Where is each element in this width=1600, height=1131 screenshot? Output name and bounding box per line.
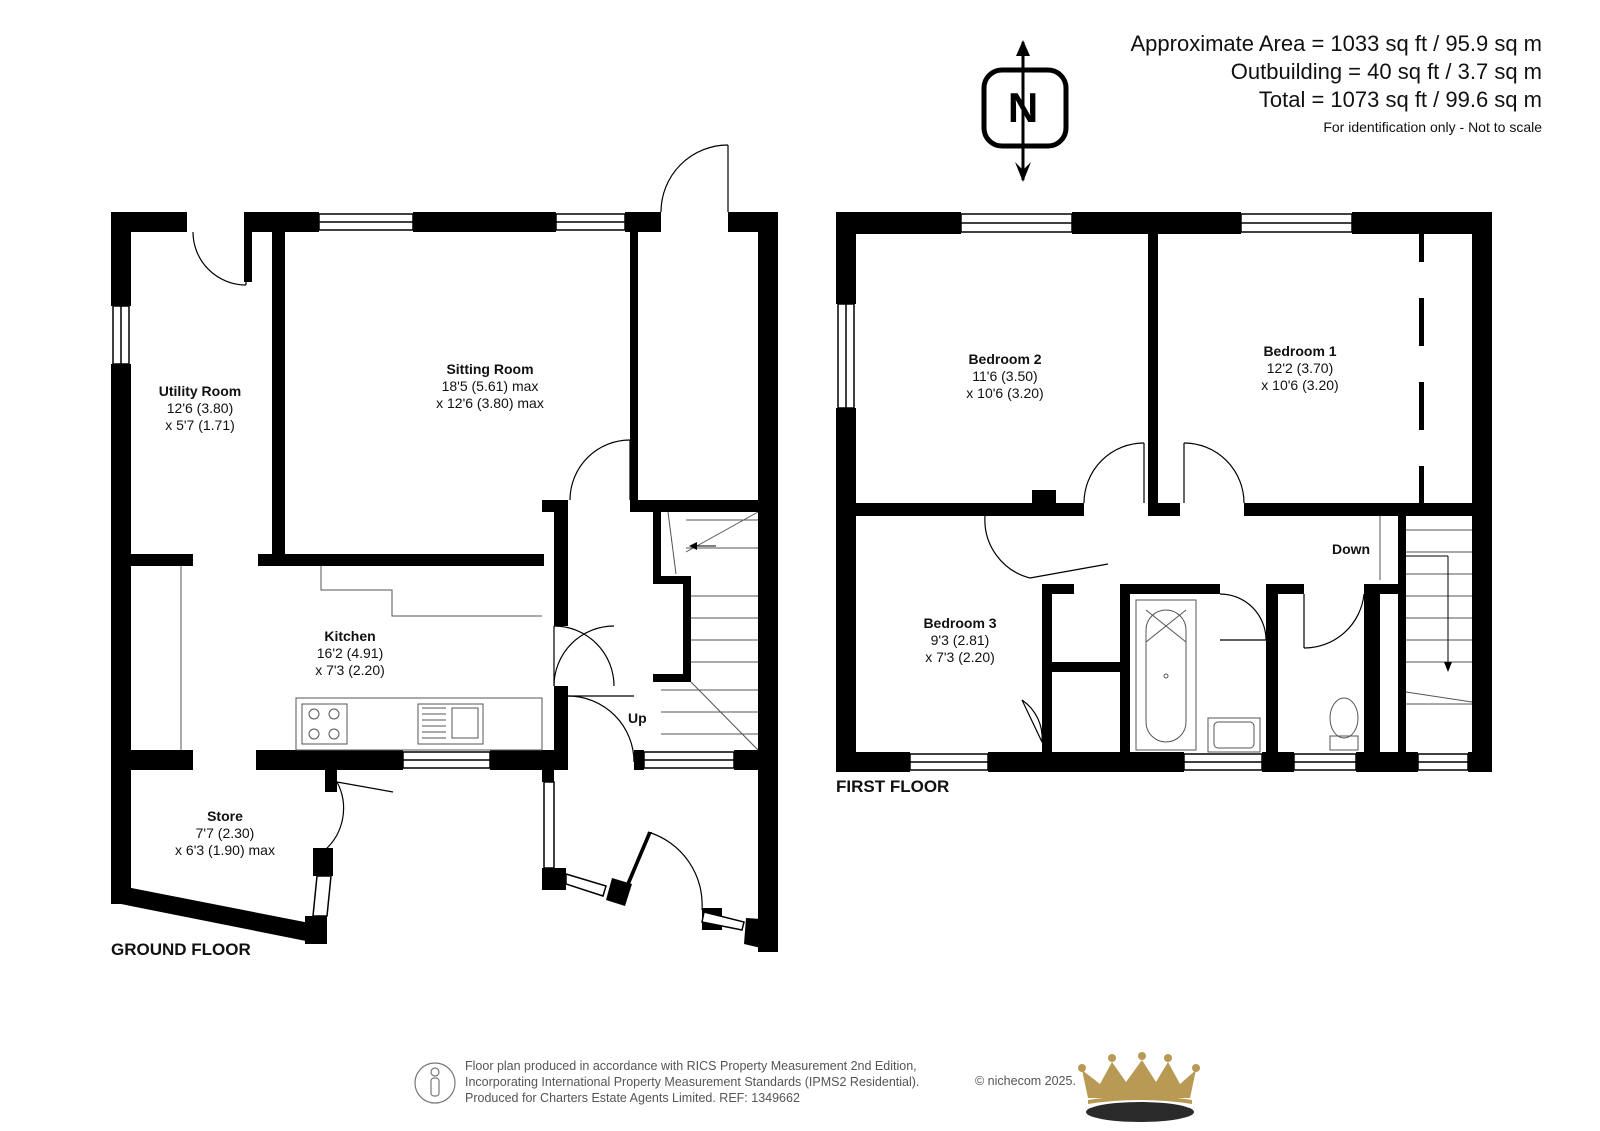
stairs-up-label: Up — [628, 710, 647, 726]
crown-logo — [1078, 1052, 1200, 1122]
room-label-kitchen: Kitchen 16'2 (4.91) x 7'3 (2.20) — [315, 628, 385, 678]
room-label-sitting: Sitting Room 18'5 (5.61) max x 12'6 (3.8… — [436, 361, 544, 411]
total-area: Total = 1073 sq ft / 99.6 sq m — [1258, 87, 1542, 112]
room-label-bedroom-3: Bedroom 3 9'3 (2.81) x 7'3 (2.20) — [923, 615, 997, 665]
ground-floor-fixtures — [180, 511, 759, 751]
person-icon — [414, 1062, 456, 1104]
first-floor-fixtures — [1135, 516, 1473, 753]
approx-area: Approximate Area = 1033 sq ft / 95.9 sq … — [1130, 31, 1542, 56]
room-label-utility: Utility Room 12'6 (3.80) x 5'7 (1.71) — [158, 383, 242, 433]
scale-note: For identification only - Not to scale — [1323, 119, 1542, 135]
room-label-store: Store 7'7 (2.30) x 6'3 (1.90) max — [175, 808, 275, 858]
ground-floor-walls — [111, 212, 778, 952]
room-label-bedroom-2: Bedroom 2 11'6 (3.50) x 10'6 (3.20) — [966, 351, 1044, 401]
ground-floor-title: GROUND FLOOR — [111, 940, 251, 959]
north-compass-icon: N — [981, 40, 1069, 182]
ground-floor-doors — [192, 144, 729, 911]
svg-text:N: N — [1008, 84, 1038, 131]
first-floor-doors — [984, 442, 1365, 743]
stairs-down-label: Down — [1332, 541, 1371, 557]
room-label-bedroom-1: Bedroom 1 12'2 (3.70) x 10'6 (3.20) — [1261, 343, 1339, 393]
outbuilding-area: Outbuilding = 40 sq ft / 3.7 sq m — [1230, 59, 1542, 84]
first-floor-windows — [837, 213, 1469, 771]
first-floor-walls — [836, 212, 1492, 772]
first-floor-title: FIRST FLOOR — [836, 777, 950, 796]
area-summary: Approximate Area = 1033 sq ft / 95.9 sq … — [1130, 30, 1542, 136]
ground-floor-windows — [112, 213, 745, 931]
footer-credit: © nichecom 2025. — [975, 1074, 1076, 1088]
footer-notice: Floor plan produced in accordance with R… — [465, 1059, 920, 1105]
